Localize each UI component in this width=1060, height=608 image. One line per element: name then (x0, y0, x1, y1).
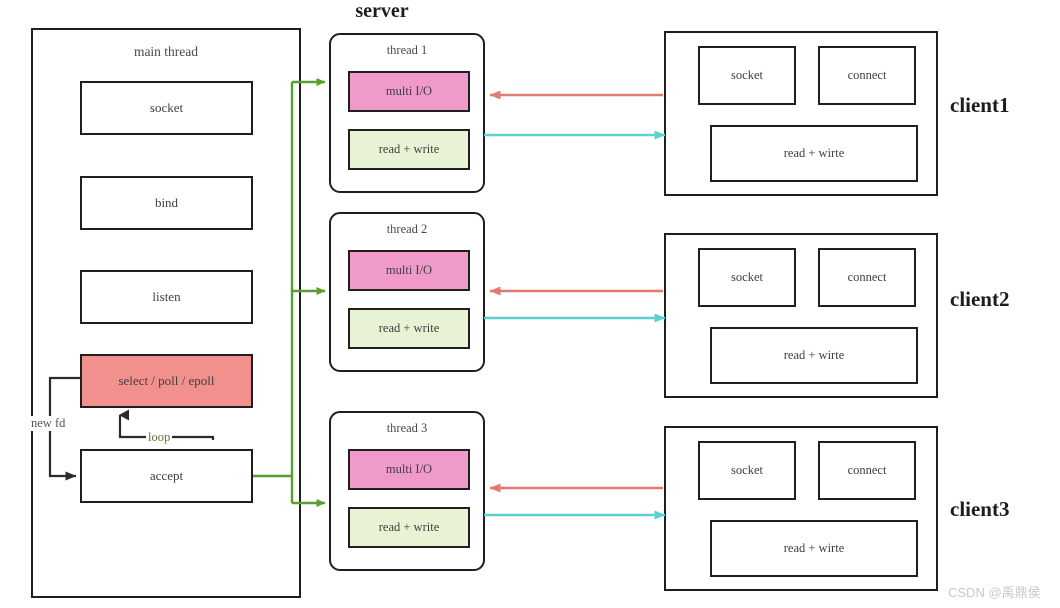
server-to-client-wires (484, 130, 666, 520)
client-2-socket: socket (698, 248, 796, 307)
client-box-1: socket connect read + wirte (664, 31, 938, 196)
client-2-label: client2 (950, 287, 1010, 311)
thread-2-label: thread 2 (386, 222, 428, 236)
client-3-label: client3 (950, 497, 1010, 521)
edge-label-new-fd: new fd (29, 416, 68, 431)
thread-box-1: thread 1 multi I/O read + write (329, 33, 485, 193)
step-select-poll-epoll: select / poll / epoll (80, 354, 253, 408)
client-3-connect: connect (818, 441, 916, 500)
client-2-connect: connect (818, 248, 916, 307)
client-3-read-write: read + wirte (710, 520, 918, 577)
thread-2-read-write: read + write (348, 308, 470, 349)
step-listen: listen (80, 270, 253, 324)
thread-3-label: thread 3 (386, 421, 428, 435)
server-title: server (355, 0, 409, 22)
thread-1-label: thread 1 (386, 43, 428, 57)
thread-2-multi-io: multi I/O (348, 250, 470, 291)
step-socket: socket (80, 81, 253, 135)
step-bind: bind (80, 176, 253, 230)
thread-3-multi-io: multi I/O (348, 449, 470, 490)
client-1-connect: connect (818, 46, 916, 105)
main-thread-title: main thread (133, 44, 199, 59)
client-1-socket: socket (698, 46, 796, 105)
watermark: CSDN @禹鼎侯 (948, 585, 1041, 600)
thread-box-2: thread 2 multi I/O read + write (329, 212, 485, 372)
client-1-label: client1 (950, 93, 1010, 117)
thread-1-read-write: read + write (348, 129, 470, 170)
client-1-read-write: read + wirte (710, 125, 918, 182)
edge-label-loop: loop (146, 430, 173, 445)
client-box-3: socket connect read + wirte (664, 426, 938, 591)
step-accept: accept (80, 449, 253, 503)
thread-box-3: thread 3 multi I/O read + write (329, 411, 485, 571)
client-2-read-write: read + wirte (710, 327, 918, 384)
client-3-socket: socket (698, 441, 796, 500)
client-box-2: socket connect read + wirte (664, 233, 938, 398)
thread-3-read-write: read + write (348, 507, 470, 548)
client-to-server-wires (489, 90, 663, 493)
thread-1-multi-io: multi I/O (348, 71, 470, 112)
